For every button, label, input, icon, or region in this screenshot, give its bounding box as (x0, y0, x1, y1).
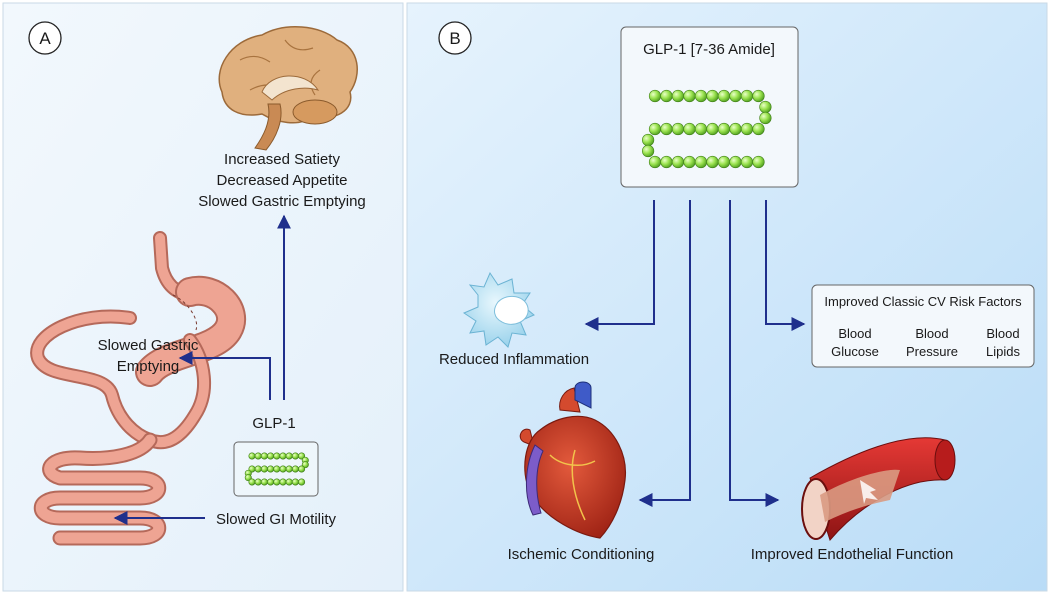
gi-motility-label: Slowed GI Motility (216, 511, 337, 528)
amino-acid-bead (285, 465, 293, 473)
brain-effect-3: Slowed Gastric Emptying (198, 193, 366, 210)
amino-acid-bead (648, 89, 662, 103)
panel-b-badge: B (438, 21, 472, 55)
risk-pressure-line1: Blood (915, 326, 948, 341)
amino-acid-bead (273, 478, 281, 486)
amino-acid-bead (694, 122, 708, 136)
amino-acid-bead (248, 478, 256, 486)
brain-icon (218, 26, 358, 151)
amino-acid-bead (671, 89, 685, 103)
arrow-to-vessel (729, 200, 780, 507)
risk-factors-title: Improved Classic CV Risk Factors (824, 294, 1022, 309)
amino-acid-bead (291, 452, 299, 460)
amino-acid-bead (641, 133, 655, 147)
amino-acid-bead (254, 478, 262, 486)
amino-acid-bead (729, 89, 742, 103)
amino-acid-bead (683, 89, 696, 103)
amino-acid-bead (298, 478, 306, 486)
arrow-to-heart (638, 200, 691, 507)
amino-acid-bead (660, 122, 673, 136)
amino-acid-bead (740, 89, 754, 103)
amino-acid-bead (279, 452, 287, 460)
glp1-peptide-chain (641, 89, 772, 169)
arrow-to-stomach (178, 351, 271, 400)
amino-acid-bead (273, 452, 281, 460)
svg-text:A: A (39, 29, 51, 48)
amino-acid-bead (648, 122, 662, 136)
amino-acid-bead (717, 89, 731, 103)
risk-lipids-line2: Lipids (986, 344, 1020, 359)
amino-acid-bead (260, 465, 268, 473)
amino-acid-bead (759, 100, 772, 114)
panel-a-badge: A (28, 21, 62, 55)
stomach-label-line1: Slowed Gastric (98, 337, 199, 354)
amino-acid-bead (260, 478, 268, 486)
amino-acid-bead (641, 144, 655, 158)
amino-acid-bead (706, 155, 719, 169)
stomach-label-line2: Emptying (117, 358, 180, 375)
amino-acid-bead (285, 452, 293, 460)
amino-acid-bead (694, 155, 708, 169)
blood-vessel-icon (801, 437, 956, 542)
amino-acid-bead (260, 452, 268, 460)
peptide-box (620, 26, 799, 188)
amino-acid-bead (740, 155, 754, 169)
amino-acid-bead (291, 465, 299, 473)
amino-acid-bead (683, 122, 696, 136)
risk-pressure-line2: Pressure (906, 344, 958, 359)
risk-lipids-line1: Blood (986, 326, 1019, 341)
amino-acid-bead (706, 89, 719, 103)
amino-acid-bead (752, 155, 765, 169)
glp1-hormone-label: GLP-1 (252, 415, 295, 432)
amino-acid-bead (694, 89, 708, 103)
svg-text:B: B (449, 29, 460, 48)
amino-acid-bead (660, 155, 673, 169)
brain-effect-1: Increased Satiety (224, 151, 340, 168)
glp1-small-peptide-chain (244, 452, 309, 486)
amino-acid-bead (717, 122, 731, 136)
amino-acid-bead (291, 478, 299, 486)
arrow-to-inflammation (584, 200, 655, 331)
amino-acid-bead (254, 452, 262, 460)
amino-acid-bead (740, 122, 754, 136)
amino-acid-bead (248, 452, 256, 460)
amino-acid-bead (729, 122, 742, 136)
brain-effect-2: Decreased Appetite (217, 172, 348, 189)
inflammation-label: Reduced Inflammation (439, 351, 589, 368)
amino-acid-bead (254, 465, 262, 473)
amino-acid-bead (298, 465, 306, 473)
vessel-label: Improved Endothelial Function (751, 546, 954, 563)
digestive-tract-icon (30, 231, 247, 546)
amino-acid-bead (267, 465, 275, 473)
heart-label: Ischemic Conditioning (508, 546, 655, 563)
amino-acid-bead (273, 465, 281, 473)
amino-acid-bead (729, 155, 742, 169)
amino-acid-bead (279, 465, 287, 473)
amino-acid-bead (660, 89, 673, 103)
risk-glucose-line2: Glucose (831, 344, 879, 359)
risk-factors-box (811, 284, 1035, 368)
amino-acid-bead (752, 122, 765, 136)
amino-acid-bead (671, 155, 685, 169)
amino-acid-bead (648, 155, 662, 169)
amino-acid-bead (759, 111, 772, 125)
risk-glucose-line1: Blood (838, 326, 871, 341)
amino-acid-bead (706, 122, 719, 136)
arrow-to-risk-factors (765, 200, 806, 331)
amino-acid-bead (279, 478, 287, 486)
amino-acid-bead (267, 452, 275, 460)
amino-acid-bead (267, 478, 275, 486)
amino-acid-bead (752, 89, 765, 103)
heart-icon (519, 381, 627, 539)
amino-acid-bead (683, 155, 696, 169)
peptide-title: GLP-1 [7-36 Amide] (643, 41, 775, 58)
amino-acid-bead (671, 122, 685, 136)
amino-acid-bead (285, 478, 293, 486)
amino-acid-bead (717, 155, 731, 169)
inflammatory-cell-icon (462, 271, 535, 348)
